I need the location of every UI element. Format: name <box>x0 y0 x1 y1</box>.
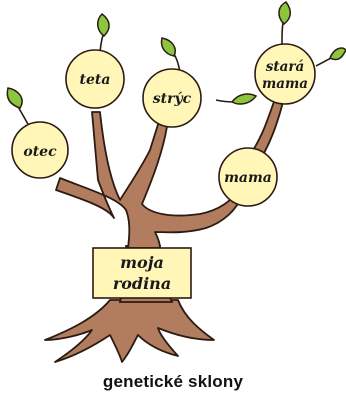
label-teta: teta <box>80 72 111 88</box>
root-label-line2: rodina <box>113 274 171 293</box>
leaf <box>329 47 346 61</box>
label-otec: otec <box>23 144 57 160</box>
label-stryc: strýc <box>153 90 192 107</box>
node-stryc <box>142 68 202 128</box>
leaf <box>230 93 258 105</box>
leaf <box>278 1 291 25</box>
leaf <box>6 87 23 109</box>
tree-roots <box>44 299 215 363</box>
leaf <box>97 13 110 37</box>
label-stara-mama-line2: mama <box>262 76 308 92</box>
node-mama <box>218 147 278 207</box>
caption: genetické sklony <box>102 372 244 391</box>
tree-trunk-upper <box>55 111 243 249</box>
label-mama: mama <box>224 170 272 186</box>
label-stara-mama-line1: stará <box>266 59 304 75</box>
node-teta <box>65 49 125 109</box>
leaves <box>6 1 346 109</box>
node-stara-mama <box>254 43 316 105</box>
root-label-line1: moja <box>120 253 164 272</box>
leaf <box>160 37 176 57</box>
root-label-box <box>92 247 192 299</box>
node-otec <box>11 121 69 179</box>
